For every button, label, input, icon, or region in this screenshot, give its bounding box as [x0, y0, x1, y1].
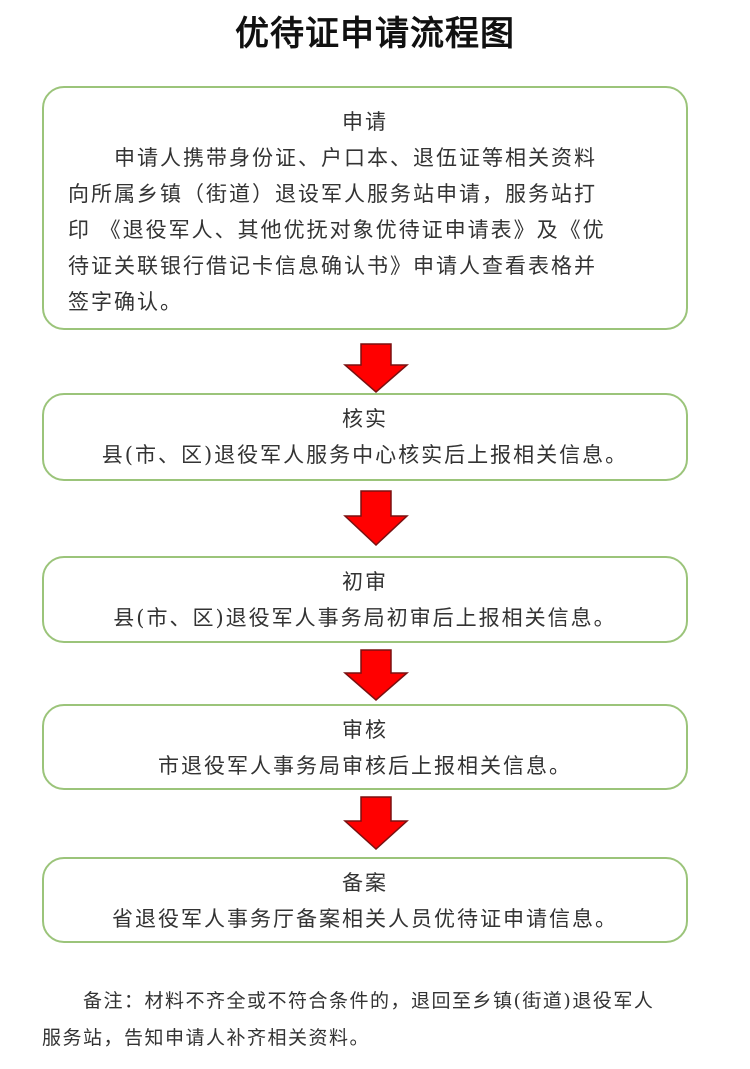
step-preliminary-review: 初审 县(市、区)退役军人事务局初审后上报相关信息。: [42, 556, 688, 643]
step-apply: 申请 申请人携带身份证、户口本、退伍证等相关资料 向所属乡镇（街道）退设军人服务…: [42, 86, 688, 330]
page-title: 优待证申请流程图: [235, 14, 515, 54]
step-text-line: 签字确认。: [68, 290, 183, 314]
step-text-line: 向所属乡镇（街道）退设军人服务站申请，服务站打: [68, 182, 597, 206]
footnote-line: 备注：材料不齐全或不符合条件的，退回至乡镇(街道)退役军人: [42, 990, 655, 1012]
footnote-line: 服务站，告知申请人补齐相关资料。: [42, 1027, 371, 1049]
step-text: 省退役军人事务厅备案相关人员优待证申请信息。: [112, 907, 618, 931]
step-text: 县(市、区)退役军人服务中心核实后上报相关信息。: [101, 443, 629, 467]
step-review: 审核 市退役军人事务局审核后上报相关信息。: [42, 704, 688, 790]
step-heading: 审核: [342, 718, 388, 742]
down-arrow-icon: [343, 796, 409, 850]
down-arrow-icon: [343, 649, 409, 701]
step-filing: 备案 省退役军人事务厅备案相关人员优待证申请信息。: [42, 857, 688, 943]
step-heading: 核实: [342, 407, 388, 431]
step-text-line: 印 《退役军人、其他优抚对象优待证申请表》及《优: [68, 218, 606, 242]
down-arrow-icon: [343, 343, 409, 393]
step-verify: 核实 县(市、区)退役军人服务中心核实后上报相关信息。: [42, 393, 688, 481]
step-heading: 初审: [342, 570, 388, 594]
footnote: 备注：材料不齐全或不符合条件的，退回至乡镇(街道)退役军人 服务站，告知申请人补…: [42, 983, 732, 1057]
step-heading: 备案: [342, 871, 388, 895]
step-text-line: 申请人携带身份证、户口本、退伍证等相关资料: [68, 146, 597, 170]
step-heading: 申请: [342, 110, 388, 134]
step-text: 市退役军人事务局审核后上报相关信息。: [158, 754, 572, 778]
step-text-line: 待证关联银行借记卡信息确认书》申请人查看表格并: [68, 254, 597, 278]
step-text: 县(市、区)退役军人事务局初审后上报相关信息。: [113, 606, 617, 630]
down-arrow-icon: [343, 490, 409, 546]
